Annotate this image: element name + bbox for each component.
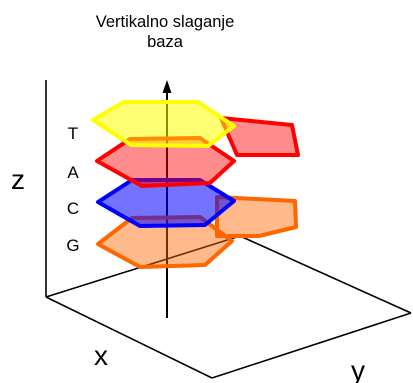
base-letter-c: C: [67, 199, 79, 218]
z-axis-label: z: [11, 164, 25, 195]
back-floor-edge-right: [239, 235, 412, 314]
x-axis-label: x: [94, 340, 108, 371]
coordinate-axes: [45, 80, 412, 379]
base-t-ring: [91, 100, 236, 148]
x-axis-line: [45, 296, 213, 379]
base-a-five-ring: [219, 116, 300, 157]
title-line-1: Vertikalno slaganje: [96, 13, 235, 31]
base-pair-a: [95, 116, 300, 188]
y-axis-line: [211, 312, 412, 379]
base-pair-g: [96, 195, 298, 269]
base-letter-a: A: [67, 163, 79, 182]
base-letter-t: T: [68, 124, 78, 143]
stacking-axis-arrowhead: [162, 80, 172, 93]
base-letter-g: G: [66, 236, 79, 255]
y-axis-label: y: [351, 355, 365, 383]
title-line-2: baza: [147, 33, 184, 51]
base-pair-t: [91, 100, 236, 148]
